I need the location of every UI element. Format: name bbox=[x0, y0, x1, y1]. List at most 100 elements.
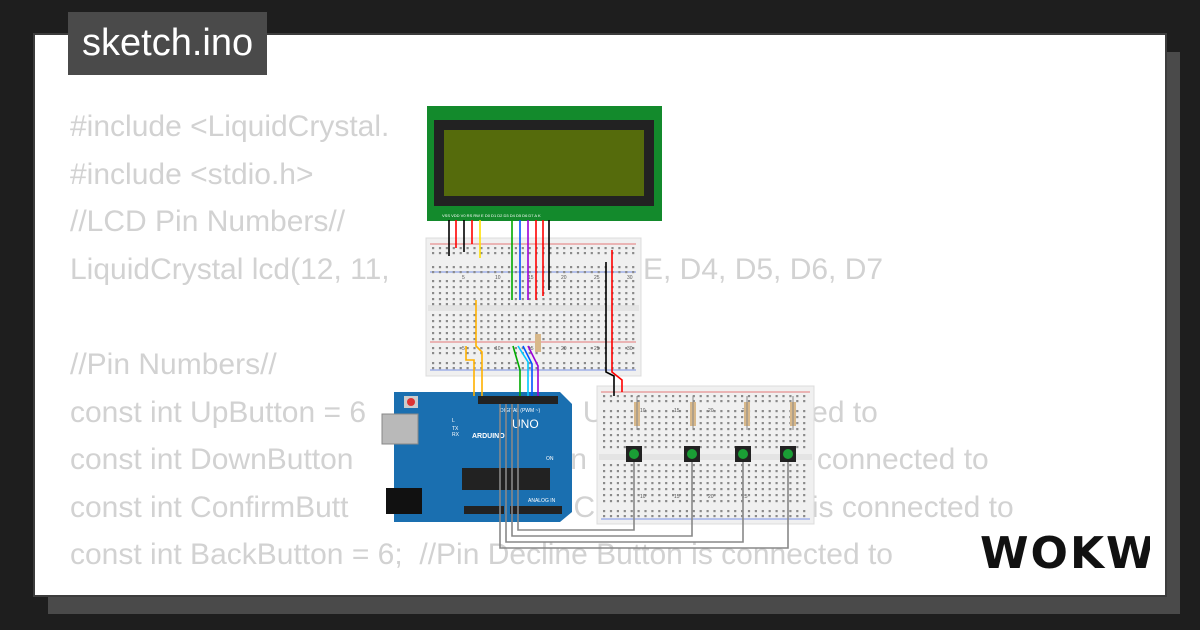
breadboard-hole bbox=[445, 271, 448, 274]
breadboard-hole bbox=[720, 428, 723, 431]
breadboard-hole bbox=[692, 500, 695, 503]
breadboard-hole bbox=[452, 332, 455, 335]
breadboard-hole bbox=[741, 515, 744, 518]
breadboard-hole bbox=[658, 494, 661, 497]
breadboard-hole bbox=[699, 515, 702, 518]
breadboard-hole bbox=[685, 422, 688, 425]
breadboard-hole bbox=[747, 395, 751, 398]
breadboard-hole bbox=[445, 286, 448, 289]
breadboard-hole bbox=[644, 416, 647, 419]
breadboard-hole bbox=[609, 434, 613, 437]
breadboard-hole bbox=[803, 482, 806, 485]
breadboard-hole bbox=[685, 500, 688, 503]
breadboard-hole bbox=[713, 470, 716, 473]
breadboard-hole bbox=[678, 464, 682, 467]
breadboard-hole bbox=[637, 515, 640, 518]
breadboard-hole bbox=[768, 410, 771, 413]
breadboard-hole bbox=[720, 446, 723, 449]
breadboard-hole bbox=[480, 303, 483, 306]
breadboard-hole bbox=[563, 298, 566, 301]
breadboard-hole bbox=[603, 446, 606, 449]
breadboard-hole bbox=[672, 446, 675, 449]
breadboard-hole bbox=[590, 280, 593, 283]
breadboard-hole bbox=[494, 347, 497, 350]
breadboard-hole bbox=[713, 400, 716, 403]
breadboard-hole bbox=[706, 470, 709, 473]
breadboard-hole bbox=[720, 434, 723, 437]
breadboard-hole bbox=[761, 410, 764, 413]
breadboard-hole bbox=[727, 428, 730, 431]
breadboard-hole bbox=[528, 247, 531, 250]
breadboard-hole bbox=[637, 476, 640, 479]
breadboard-hole bbox=[597, 362, 600, 365]
breadboard-hole bbox=[570, 292, 573, 295]
breadboard-hole bbox=[761, 500, 764, 503]
breadboard-column-number: 25 bbox=[742, 494, 748, 500]
breadboard-hole bbox=[754, 500, 757, 503]
breadboard-hole bbox=[609, 428, 613, 431]
breadboard-hole bbox=[685, 400, 688, 403]
breadboard-hole bbox=[644, 446, 647, 449]
breadboard-hole bbox=[623, 440, 626, 443]
breadboard-hole bbox=[618, 367, 621, 370]
breadboard-hole bbox=[720, 510, 723, 513]
breadboard-hole bbox=[747, 440, 751, 443]
breadboard-column-number: 20 bbox=[708, 494, 714, 500]
breadboard-hole bbox=[609, 482, 613, 485]
breadboard-hole bbox=[625, 280, 628, 283]
breadboard-hole bbox=[768, 395, 771, 398]
analog-header bbox=[510, 506, 562, 514]
breadboard-hole bbox=[616, 515, 619, 518]
breadboard-hole bbox=[514, 252, 517, 255]
lcd-screen bbox=[444, 130, 644, 196]
resistor-4 bbox=[790, 396, 796, 430]
breadboard-hole bbox=[775, 434, 778, 437]
breadboard-hole bbox=[618, 266, 621, 269]
breadboard-hole bbox=[699, 500, 702, 503]
breadboard-hole bbox=[549, 247, 552, 250]
breadboard-hole bbox=[678, 446, 682, 449]
breadboard-hole bbox=[720, 400, 723, 403]
breadboard-hole bbox=[625, 252, 628, 255]
breadboard-hole bbox=[630, 476, 633, 479]
breadboard-hole bbox=[576, 347, 580, 350]
breadboard-hole bbox=[542, 362, 545, 365]
breadboard-hole bbox=[632, 326, 635, 329]
breadboard-hole bbox=[747, 434, 751, 437]
breadboard-hole bbox=[459, 314, 462, 317]
breadboard-hole bbox=[609, 446, 613, 449]
breadboard-column-number: 10 bbox=[495, 346, 501, 352]
breadboard-hole bbox=[672, 470, 675, 473]
wire-e-to-board bbox=[465, 346, 475, 396]
breadboard-hole bbox=[651, 410, 654, 413]
breadboard-hole bbox=[789, 500, 792, 503]
breadboard-hole bbox=[796, 428, 799, 431]
breadboard-hole bbox=[616, 434, 619, 437]
breadboard-hole bbox=[775, 422, 778, 425]
breadboard-hole bbox=[685, 476, 688, 479]
breadboard-hole bbox=[625, 266, 628, 269]
breadboard-hole bbox=[452, 266, 455, 269]
breadboard-hole bbox=[432, 326, 435, 329]
breadboard-hole bbox=[445, 332, 448, 335]
breadboard-hole bbox=[432, 314, 435, 317]
breadboard-hole bbox=[685, 428, 688, 431]
breadboard-hole bbox=[618, 247, 621, 250]
breadboard-hole bbox=[549, 280, 552, 283]
breadboard-hole bbox=[459, 332, 462, 335]
breadboard-hole bbox=[480, 320, 483, 323]
breadboard-hole bbox=[501, 298, 504, 301]
breadboard-hole bbox=[699, 494, 702, 497]
breadboard-hole bbox=[727, 440, 730, 443]
breadboard-hole bbox=[542, 352, 545, 355]
breadboard-hole bbox=[747, 400, 751, 403]
breadboard-hole bbox=[775, 428, 778, 431]
breadboard-hole bbox=[445, 367, 448, 370]
breadboard-hole bbox=[796, 510, 799, 513]
breadboard-hole bbox=[549, 266, 552, 269]
breadboard-hole bbox=[803, 510, 806, 513]
breadboard-hole bbox=[713, 494, 716, 497]
breadboard-hole bbox=[616, 440, 619, 443]
breadboard-hole bbox=[632, 320, 635, 323]
breadboard-hole bbox=[583, 280, 586, 283]
